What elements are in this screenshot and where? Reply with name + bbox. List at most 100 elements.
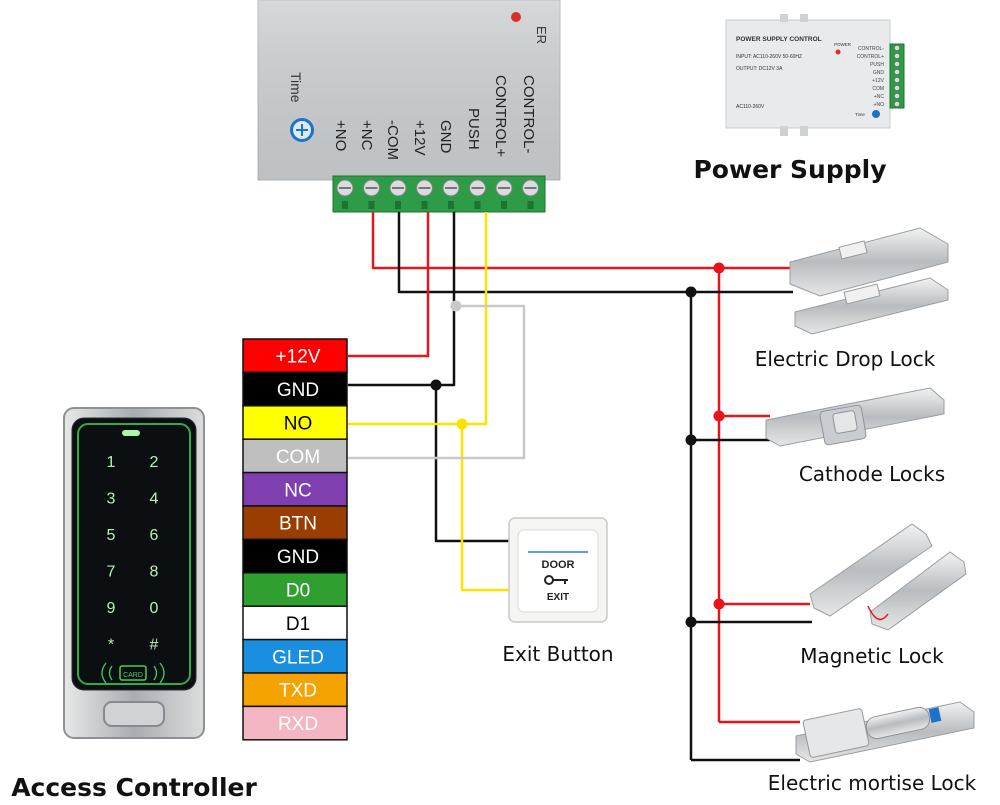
thumb-led-icon (835, 49, 841, 55)
wire-row: NC (242, 471, 348, 507)
wire-label: GND (277, 380, 319, 401)
terminal-label-push: PUSH (465, 108, 482, 150)
thumb-terminal-label: +12V (872, 78, 884, 84)
keypad-key[interactable]: * (108, 637, 114, 654)
wire-row: NO (242, 405, 348, 440)
wire-swatch (242, 371, 348, 407)
power-supply-top-fragment: ER (534, 26, 549, 44)
exit-button-device: DOOR EXIT (508, 517, 608, 623)
thumb-terminal-label: COM (872, 86, 884, 92)
wire-swatch (242, 672, 348, 708)
mortise-lock-caption: Electric mortise Lock (768, 771, 977, 795)
wire-row: D1 (242, 605, 348, 641)
thumb-terminal-label: CONTROL- (858, 46, 884, 52)
terminal-screw-icon (336, 179, 354, 209)
magnetic-lock-caption: Magnetic Lock (800, 644, 944, 668)
wire-row: BTN (242, 505, 348, 541)
terminal-screw-icon (495, 179, 513, 209)
wire-label: NC (284, 480, 311, 501)
thumb-terminal-label: PUSH (870, 62, 884, 68)
wire-label: RXD (278, 714, 318, 735)
thumb-screw-icon (894, 93, 900, 99)
gnd-wire-controller (348, 212, 456, 387)
keypad-key[interactable]: 5 (107, 527, 116, 544)
wire-label: +12V (276, 347, 321, 368)
terminal-label-control-minus: CONTROL- (520, 75, 537, 153)
terminal-screw-icon (363, 179, 380, 209)
keypad-key[interactable]: 7 (107, 564, 116, 581)
red-wire-controller (348, 212, 430, 358)
thumb-power: POWER (834, 42, 852, 47)
keypad-key[interactable]: 2 (150, 454, 159, 471)
exit-button-caption: Exit Button (502, 642, 613, 666)
terminal-label-com: -COM (384, 120, 401, 160)
thumb-screw-icon (894, 77, 900, 83)
wire-label: GND (277, 547, 319, 568)
terminal-label-no: +NO (332, 120, 349, 151)
wire-row: GND (242, 538, 348, 574)
status-led-icon (122, 430, 140, 436)
yellow-wire-exit-button (460, 424, 510, 592)
wire-row: COM (242, 438, 348, 474)
thumb-terminal-label: +NO (874, 102, 885, 108)
terminal-label-gnd: GND (437, 120, 454, 154)
wire-swatch (242, 471, 348, 507)
thumb-screw-icon (894, 61, 900, 67)
thumb-terminal-label: CONTROL+ (857, 54, 884, 60)
keypad-key[interactable]: 3 (107, 491, 116, 508)
thumb-input: INPUT: AC110-260V 50-60HZ (736, 54, 802, 60)
access-controller-device: 1 2 3 4 5 6 7 8 9 0 * # CARD (63, 407, 205, 739)
thumb-title: POWER SUPPLY CONTROL (736, 36, 822, 43)
wire-swatch (242, 338, 348, 374)
power-supply-caption: Power Supply (693, 155, 886, 184)
thumb-screw-icon (894, 53, 900, 59)
access-controller-caption: Access Controller (11, 773, 257, 802)
keypad-key[interactable]: 0 (150, 600, 159, 617)
keypad-key[interactable]: # (150, 637, 159, 654)
terminal-label-12v: +12V (411, 120, 428, 155)
wire-row: +12V (242, 338, 348, 374)
wire-row: TXD (242, 672, 348, 708)
power-supply-unit: ER Time +NO +NC -COM +12V GND PUSH CONTR… (257, 0, 561, 213)
cathode-lock-caption: Cathode Locks (799, 462, 945, 486)
terminal-screw-icon (416, 179, 433, 209)
black-wire-to-drop-lock (397, 212, 793, 294)
cathode-lock-device (765, 387, 945, 447)
exit-button-bottom-text: EXIT (547, 592, 569, 603)
time-knob-icon (290, 118, 314, 142)
thumb-output: OUTPUT: DC12V 3A (736, 66, 783, 72)
grey-wire-controller (348, 304, 526, 460)
keypad-key[interactable]: 1 (107, 454, 116, 471)
wire-row: GND (242, 371, 348, 407)
wire-label: GLED (272, 647, 324, 668)
key-icon (544, 575, 568, 585)
terminal-label-control-plus: CONTROL+ (492, 75, 509, 157)
thumb-screw-icon (894, 85, 900, 91)
keypad-key[interactable]: 9 (107, 600, 116, 617)
terminal-screw-icon (522, 179, 539, 209)
power-supply-thumbnail: POWER SUPPLY CONTROL INPUT: AC110-260V 5… (725, 14, 905, 136)
power-led-icon (511, 12, 521, 22)
thumb-screw-icon (894, 69, 900, 75)
thumb-terminal-block (889, 43, 905, 109)
wiring (348, 212, 812, 762)
terminal-screw-icon (442, 179, 460, 209)
time-label: Time (288, 72, 304, 103)
keypad-key[interactable]: 6 (150, 527, 159, 544)
terminal-block (332, 175, 546, 213)
keypad-key[interactable]: 4 (150, 491, 159, 508)
exit-press-plate (103, 701, 165, 727)
junction-dots (430, 262, 725, 628)
thumb-terminal-label: +NC (874, 94, 885, 100)
thumb-terminal-label: GND (873, 70, 885, 76)
mortise-terminal-icon (928, 707, 942, 723)
exit-button-top-text: DOOR (542, 559, 575, 571)
electric-drop-lock-device (789, 227, 949, 335)
thumb-ac: AC110-260V (736, 104, 765, 110)
wire-label: D1 (286, 614, 310, 635)
card-reader-icon: CARD (101, 662, 165, 684)
keypad-key[interactable]: 8 (150, 564, 159, 581)
wire-label: TXD (279, 681, 317, 702)
wire-row: GLED (242, 638, 348, 674)
red-wire-to-drop-lock (371, 212, 793, 270)
